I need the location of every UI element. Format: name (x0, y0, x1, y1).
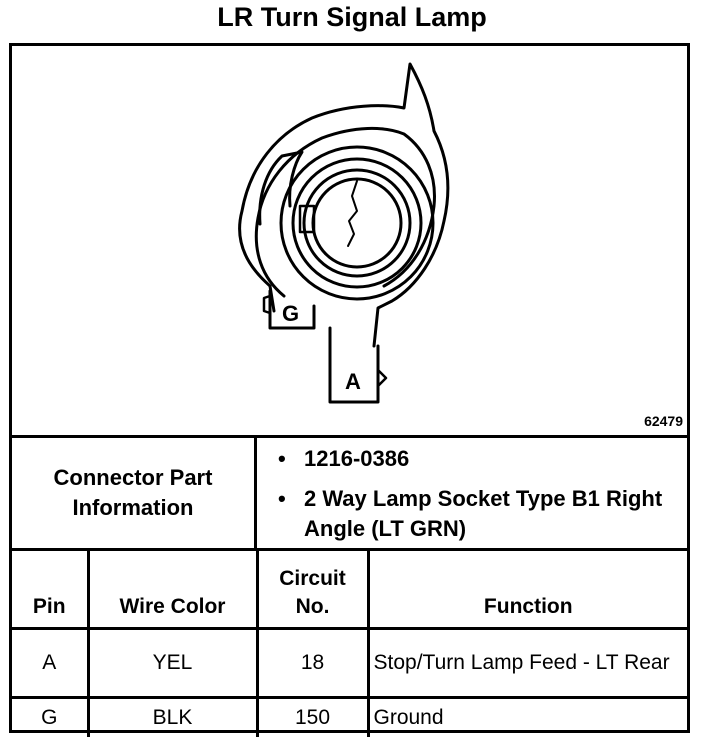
terminal-g-body (268, 289, 316, 330)
header-pin: Pin (12, 548, 90, 630)
socket-housing-outline (238, 62, 450, 348)
part-number: 1216-0386 (304, 446, 410, 471)
connector-info-item: • 1216-0386 (274, 444, 684, 474)
table-row: G BLK 150 Ground (12, 696, 687, 737)
page-title: LR Turn Signal Lamp (217, 2, 487, 32)
cell-pin: A (12, 627, 90, 699)
header-wire-color: Wire Color (86, 548, 259, 630)
header-circuit-line2: No. (295, 595, 330, 618)
table-row: A YEL 18 Stop/Turn Lamp Feed - LT Rear (12, 627, 687, 699)
connector-info-label-line2: Information (72, 495, 194, 520)
socket-inner-ring (302, 168, 412, 278)
bullet-icon: • (278, 486, 286, 511)
pin-table-header: Pin Wire Color Circuit No. Function (12, 548, 687, 630)
socket-outer-ring (279, 145, 435, 301)
cell-circuit: 150 (255, 696, 370, 737)
connector-info-row: Connector Part Information • 1216-0386 •… (12, 435, 687, 548)
socket-middle-ring (291, 157, 423, 289)
header-circuit: Circuit No. (255, 548, 370, 630)
bullet-icon: • (278, 446, 286, 471)
terminal-g-tab (262, 294, 272, 315)
terminal-g-label: G (282, 301, 299, 326)
header-circuit-line1: Circuit (279, 567, 346, 590)
connector-info-list: • 1216-0386 • 2 Way Lamp Socket Type B1 … (274, 444, 684, 554)
terminal-a-notch (376, 368, 388, 388)
connector-card: G A 62479 Connector Part Information • 1… (9, 43, 690, 737)
socket-inner-rim (254, 126, 436, 298)
cell-function: Stop/Turn Lamp Feed - LT Rear (366, 627, 687, 699)
connector-drawing: G A 62479 (12, 46, 687, 435)
connector-info-label-line1: Connector Part (53, 465, 213, 490)
connector-description: 2 Way Lamp Socket Type B1 Right Angle (L… (304, 486, 663, 541)
keyway (298, 204, 316, 234)
cell-circuit: 18 (255, 627, 370, 699)
cell-wire-color: BLK (86, 696, 259, 737)
connector-info-item: • 2 Way Lamp Socket Type B1 Right Angle … (274, 484, 684, 544)
lamp-socket-illustration: G A (238, 62, 450, 404)
figure-number: 62479 (644, 413, 683, 429)
socket-bore (311, 177, 403, 269)
terminal-a-body (328, 326, 380, 404)
contact-crack (347, 180, 358, 247)
pin-table: Pin Wire Color Circuit No. Function A YE… (12, 548, 687, 737)
cell-wire-color: YEL (86, 627, 259, 699)
cell-function: Ground (366, 696, 687, 737)
connector-info-label: Connector Part Information (12, 438, 257, 548)
cell-pin: G (12, 696, 90, 737)
terminal-a-label: A (345, 369, 361, 394)
header-function: Function (366, 548, 687, 630)
